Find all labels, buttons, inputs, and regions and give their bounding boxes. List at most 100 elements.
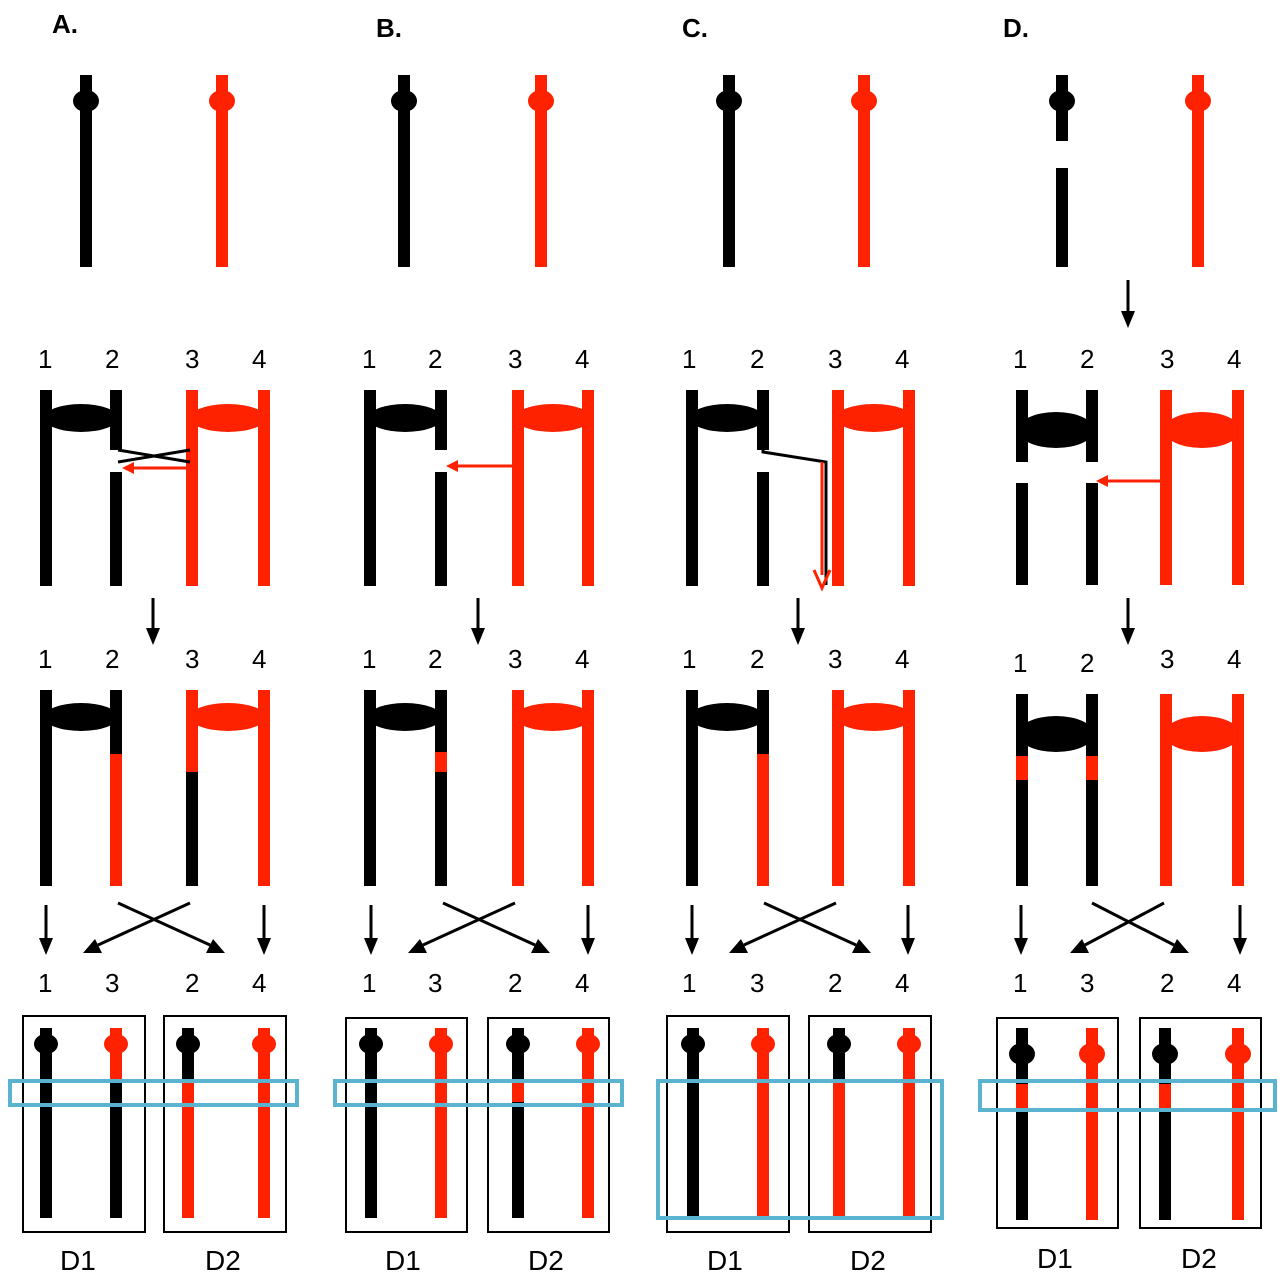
chromatid-number: 3 (828, 344, 842, 374)
chromatid-number: 1 (1013, 344, 1027, 374)
chromosome-3-lower (110, 1080, 122, 1218)
panel-d-arrow-down-2 (1121, 598, 1135, 645)
chromatid-number: 1 (38, 968, 52, 998)
chromatid-1-lower (1016, 483, 1028, 585)
daughter-label: D2 (528, 1245, 564, 1276)
daughter-cell-d1 (666, 1015, 790, 1233)
daughter-label: D1 (1037, 1243, 1073, 1274)
chromatid-3 (186, 390, 198, 586)
panel-b-homologs (391, 75, 554, 267)
centromere (176, 1034, 200, 1054)
daughter-label: D1 (707, 1245, 743, 1276)
daughter-cell-d1 (996, 1017, 1119, 1229)
red-homolog (216, 75, 228, 267)
chromosome-4 (582, 1028, 594, 1218)
chromatid-2-lower (1086, 483, 1098, 585)
chromatid-number: 1 (682, 344, 696, 374)
red-centromere (851, 90, 877, 112)
red-centromere (209, 90, 235, 112)
panel-b-letter: B. (376, 13, 402, 43)
chromosome-2-lower (833, 1080, 845, 1218)
panel-c-stage3-chromatids (686, 690, 915, 886)
chromatid-4 (258, 690, 270, 886)
chromatid-3 (512, 690, 524, 886)
daughter-cell-d2 (163, 1015, 287, 1233)
chromatid-number: 3 (508, 344, 522, 374)
highlight-box (978, 1079, 1277, 1112)
chromatid-1-lower (1016, 780, 1028, 886)
panel-a-stage2-labels: 1 2 3 4 (38, 344, 266, 374)
panel-b-stage3-labels: 1 2 3 4 (362, 644, 589, 674)
black-sister-centromere (368, 703, 442, 731)
chromatid-2-lower (435, 772, 447, 886)
chromosome-4 (903, 1028, 915, 1218)
chromatid-number: 2 (428, 644, 442, 674)
panel-a-segregation-arrows (39, 901, 271, 955)
panel-d-homologs (1049, 75, 1211, 267)
chromatid-number: 4 (1227, 968, 1241, 998)
chromatid-number: 2 (105, 344, 119, 374)
chromatid-number: 1 (682, 968, 696, 998)
chromatid-2-upper (435, 690, 447, 752)
red-homolog (858, 75, 870, 267)
black-centromere (1049, 90, 1075, 112)
red-centromere (1185, 90, 1211, 112)
chromatid-4 (1232, 694, 1244, 886)
black-sister-centromere (690, 703, 764, 731)
daughter-cell-d1 (22, 1015, 146, 1233)
panel-c-arrow-down (791, 598, 805, 645)
arrowhead (446, 460, 458, 472)
chromatid-number: 2 (508, 968, 522, 998)
daughter-cell-d1 (345, 1017, 468, 1233)
chromatid-number: 1 (1013, 968, 1027, 998)
centromere (751, 1034, 775, 1054)
panel-c-segregation-arrows (685, 901, 915, 955)
chromosome-1 (687, 1028, 699, 1218)
panel-d-segregation-arrows (1014, 901, 1247, 955)
black-centromere (716, 90, 742, 112)
panel-c-stage3-labels: 1 2 3 4 (682, 644, 909, 674)
chromatid-number: 2 (828, 968, 842, 998)
arrowhead (1096, 475, 1108, 487)
chromatid-3 (512, 390, 524, 586)
chromatid-number: 1 (362, 968, 376, 998)
panel-a-daughters: D1 D2 (8, 1015, 299, 1276)
centromere (1079, 1043, 1105, 1065)
chromatid-number: 4 (895, 968, 909, 998)
chromatid-number: 3 (428, 968, 442, 998)
red-sister-centromere (190, 404, 266, 432)
chromatid-3 (1160, 694, 1172, 886)
chromatid-3 (1160, 390, 1172, 585)
chromatid-number: 3 (185, 644, 199, 674)
red-sister-centromere (515, 703, 591, 731)
chromatid-number: 2 (750, 644, 764, 674)
panel-c-homologs (716, 75, 877, 267)
chromosome-1 (40, 1028, 52, 1218)
chromatid-number: 2 (428, 344, 442, 374)
panel-d-stage2-labels: 1 2 3 4 (1013, 344, 1241, 374)
panel-a-stage3-chromatids (40, 690, 270, 886)
chromatid-2-upper (110, 690, 122, 754)
centromere (576, 1034, 600, 1054)
chromatid-1 (686, 690, 698, 886)
daughter-label: D1 (385, 1245, 421, 1276)
panel-a-stage2-chromatids (40, 390, 270, 586)
chromatid-number: 4 (1227, 644, 1241, 674)
chromatid-2-lower (1086, 780, 1098, 886)
red-sister-centromere (1164, 412, 1240, 448)
chromatid-1 (40, 690, 52, 886)
black-homolog (723, 75, 735, 267)
red-sister-centromere (190, 703, 266, 731)
panel-a-stage4-labels: 1 3 2 4 (38, 968, 266, 998)
gene-conversion-tract (512, 1080, 524, 1102)
chromatid-number: 2 (1160, 968, 1174, 998)
red-sister-centromere (515, 404, 591, 432)
chromatid-4 (258, 390, 270, 586)
invading-strand (761, 450, 828, 585)
panel-c-letter: C. (682, 13, 708, 43)
gene-conversion-tract (1016, 756, 1028, 780)
gene-conversion-tract (435, 752, 447, 772)
chromatid-3 (832, 390, 844, 586)
gene-conversion-tract (1159, 1084, 1171, 1108)
chromatid-number: 4 (575, 968, 589, 998)
